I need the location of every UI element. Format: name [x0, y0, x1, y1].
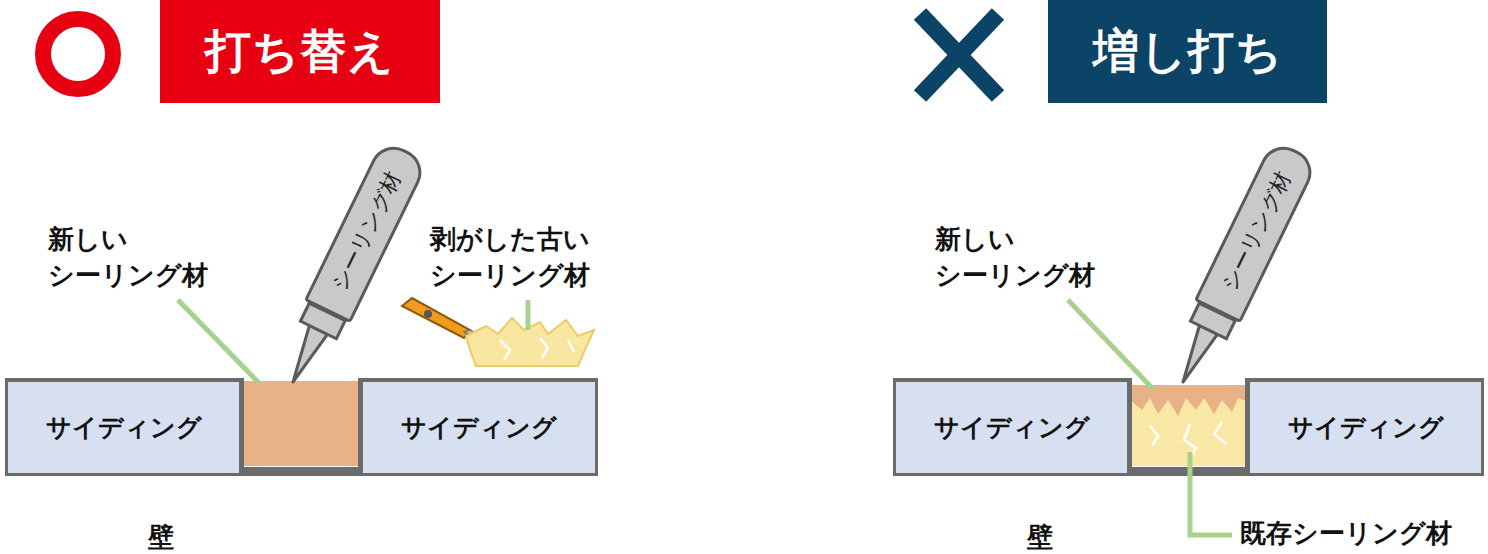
node-text: シーリング材 [1216, 166, 1298, 295]
siding-board: サイディング [360, 378, 598, 476]
siding-board: サイディング [893, 378, 1130, 476]
leader-line [178, 300, 1232, 535]
node-text: サイディング [401, 411, 557, 444]
callout-label: 壁 [1027, 520, 1053, 554]
node-text: サイディング [1288, 411, 1444, 444]
heading-box: 打ち替え [160, 0, 440, 103]
siding-board: サイディング [1247, 378, 1484, 476]
siding-board: サイディング [5, 378, 242, 476]
heading-box: 増し打ち [1048, 0, 1327, 103]
callout-label: 剥がした古い シーリング材 [430, 222, 590, 294]
callout-label: 壁 [148, 520, 174, 554]
node-text: サイディング [46, 411, 202, 444]
new-sealant [240, 381, 362, 466]
node-text: 打ち替え [205, 21, 395, 83]
caulking-gun: シーリング材 [304, 139, 430, 324]
node-text: シーリング材 [326, 166, 408, 295]
ok-ring [43, 19, 113, 89]
node-text: 増し打ち [1093, 21, 1283, 83]
caulking-gun: シーリング材 [1194, 139, 1320, 324]
node-text: サイディング [934, 411, 1090, 444]
callout-label: 新しい シーリング材 [48, 222, 208, 294]
joint-base [240, 467, 362, 476]
new-sealant-thin [1130, 385, 1248, 416]
callout-label: 既存シーリング材 [1240, 516, 1452, 552]
ng-cross [920, 14, 998, 96]
gun-nozzle [1165, 303, 1235, 391]
gun-nozzle [275, 303, 345, 391]
callout-label: 新しい シーリング材 [935, 222, 1095, 294]
